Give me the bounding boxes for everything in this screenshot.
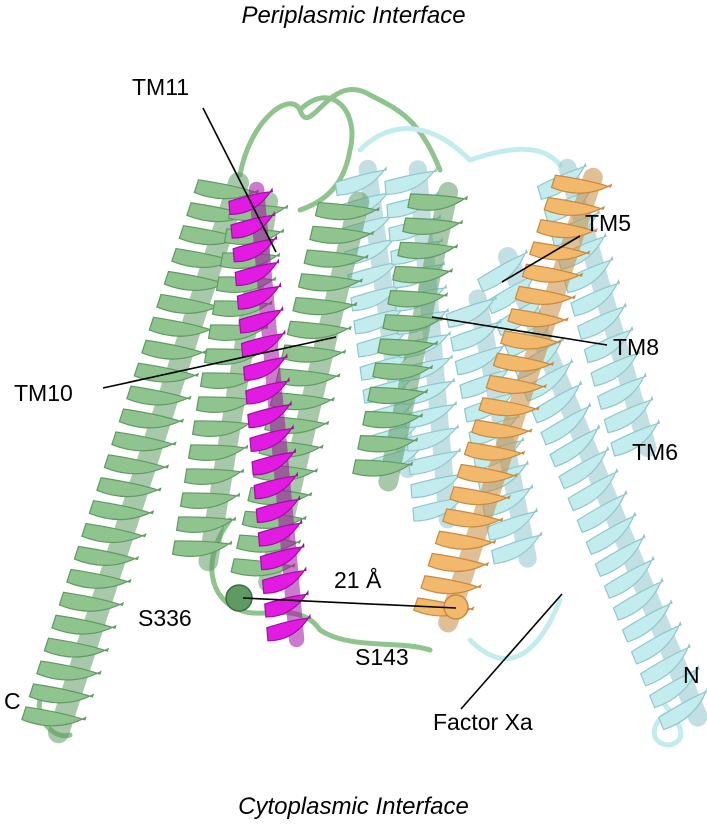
periplasmic-loop-cyan	[357, 126, 563, 168]
distance-label: 21 Å	[334, 567, 382, 593]
c-terminus-label: C	[4, 688, 21, 714]
tm5-label: TM5	[585, 210, 631, 236]
tm8-leader-line	[431, 316, 608, 346]
tm6-label: TM6	[632, 439, 678, 465]
s143-label: S143	[355, 644, 409, 670]
n-terminus-label: N	[683, 662, 700, 688]
periplasmic-interface-label: Periplasmic Interface	[241, 2, 466, 29]
tm5-leader-line	[501, 235, 581, 283]
s336-label: S336	[138, 605, 192, 631]
distance-measurement-line	[242, 597, 457, 609]
tm11-label: TM11	[132, 74, 190, 100]
tm8-label: TM8	[613, 334, 659, 360]
periplasmic-loop-green-2	[297, 95, 355, 213]
cytoplasmic-interface-label: Cytoplasmic Interface	[238, 793, 469, 820]
cytoplasmic-loop-cyan	[467, 597, 563, 661]
helix-green-tm8	[352, 181, 469, 492]
helix-magenta-tm11	[228, 181, 311, 648]
helix-green-c-terminal	[21, 172, 260, 744]
tm10-label: TM10	[14, 380, 73, 406]
periplasmic-loop-green	[237, 87, 443, 178]
tm11-leader-line	[202, 107, 277, 253]
tm10-leader-line	[102, 336, 337, 389]
factor-xa-label: Factor Xa	[433, 709, 533, 735]
factor-xa-leader-line	[460, 593, 563, 710]
